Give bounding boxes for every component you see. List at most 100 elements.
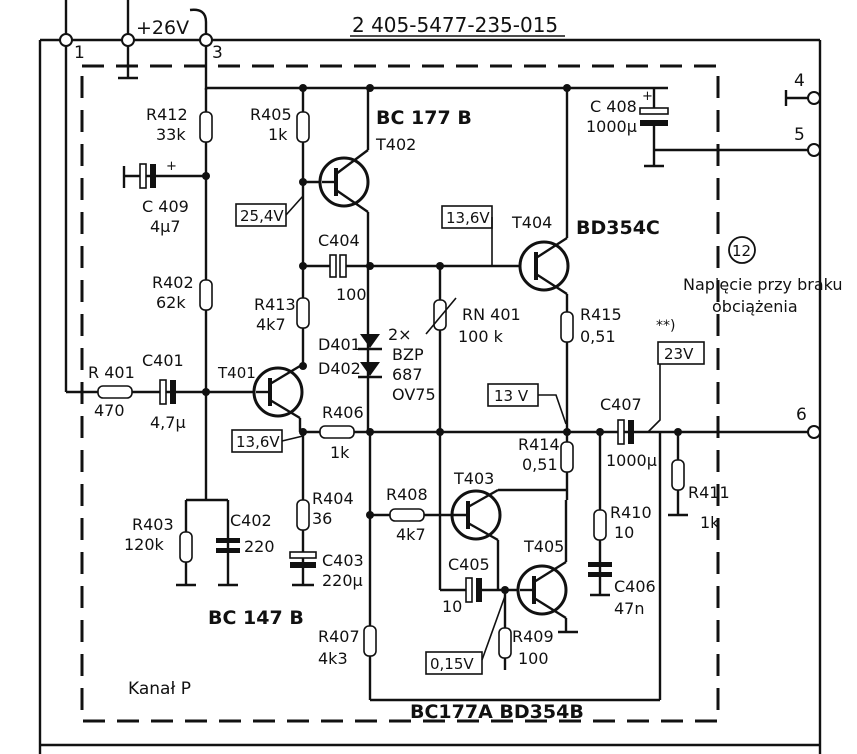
terminal-1-label: 1 bbox=[74, 43, 85, 63]
r401-val: 470 bbox=[94, 401, 125, 420]
c402-val: 220 bbox=[244, 537, 275, 556]
terminal-2[interactable] bbox=[121, 33, 135, 47]
t404-type: BD354C bbox=[576, 217, 660, 239]
r415-body bbox=[560, 311, 574, 343]
r413-body bbox=[296, 297, 310, 329]
module-border bbox=[80, 64, 720, 723]
v-out-noload-box bbox=[657, 341, 705, 365]
c404-ref: C404 bbox=[318, 231, 360, 250]
v-t402: 25,4V bbox=[240, 207, 284, 225]
note-line2: obciążenia bbox=[712, 297, 798, 316]
c405-ref: C405 bbox=[448, 555, 490, 574]
t405-transistor bbox=[516, 564, 568, 616]
note-marker: **) bbox=[656, 318, 675, 334]
r402-ref: R402 bbox=[152, 273, 194, 292]
r403-ref: R403 bbox=[132, 515, 174, 534]
t404-transistor bbox=[518, 240, 570, 292]
r407-val: 4k3 bbox=[318, 649, 348, 668]
r415-ref: R415 bbox=[580, 305, 622, 324]
r413-ref: R413 bbox=[254, 295, 296, 314]
r405-ref: R405 bbox=[250, 105, 292, 124]
r411-body bbox=[671, 459, 685, 491]
t403-ref: T403 bbox=[453, 469, 494, 488]
r415-val: 0,51 bbox=[580, 327, 616, 346]
v-t404: 13,6V bbox=[446, 209, 490, 227]
v-t405-box bbox=[425, 651, 483, 675]
r404-val: 36 bbox=[312, 509, 332, 528]
note-line1: Napięcie przy braku bbox=[683, 275, 843, 294]
diode-count: 2× bbox=[388, 325, 412, 344]
r402-body bbox=[199, 279, 213, 311]
c407-ref: C407 bbox=[600, 395, 642, 414]
r406-body bbox=[319, 425, 355, 439]
wire bbox=[189, 8, 208, 40]
r411-ref: R411 bbox=[688, 483, 730, 502]
d401-diode bbox=[360, 334, 380, 348]
terminal-1[interactable] bbox=[59, 33, 73, 47]
terminal-6-label: 6 bbox=[796, 405, 807, 425]
r414-body bbox=[560, 441, 574, 473]
c405-val: 10 bbox=[442, 597, 462, 616]
r404-body bbox=[296, 499, 310, 531]
c407-val: 1000µ bbox=[606, 451, 657, 470]
r402-val: 62k bbox=[156, 293, 186, 312]
r414-ref: R414 bbox=[518, 435, 560, 454]
c401-plate bbox=[159, 379, 167, 405]
terminal-3[interactable] bbox=[199, 33, 213, 47]
doc-number: 2 405-5477-235-015 bbox=[352, 13, 558, 37]
t401-ref: T401 bbox=[217, 364, 256, 382]
c404-val: 100 bbox=[336, 285, 367, 304]
r405-val: 1k bbox=[268, 125, 288, 144]
c403-val: 220µ bbox=[322, 571, 363, 590]
terminal-5[interactable] bbox=[807, 143, 821, 157]
t401-type: BC 147 B bbox=[208, 607, 304, 629]
note-number: 12 bbox=[732, 242, 751, 260]
c409-plate bbox=[150, 164, 156, 188]
r407-body bbox=[363, 625, 377, 657]
v-out: 13 V bbox=[494, 387, 529, 405]
r410-val: 10 bbox=[614, 523, 634, 542]
terminal-4[interactable] bbox=[807, 91, 821, 105]
r413-val: 4k7 bbox=[256, 315, 286, 334]
terminal-6[interactable] bbox=[807, 425, 821, 439]
v-t405: 0,15V bbox=[430, 655, 474, 673]
r408-body bbox=[389, 508, 425, 522]
terminal-3-label: 3 bbox=[212, 43, 223, 63]
c409-val: 4µ7 bbox=[150, 217, 181, 236]
r404-ref: R404 bbox=[312, 489, 354, 508]
note-number-circle bbox=[728, 236, 756, 264]
d401-ref: D401 bbox=[318, 335, 361, 354]
rn401-body bbox=[433, 299, 447, 331]
r409-val: 100 bbox=[518, 649, 549, 668]
supply-label: +26V bbox=[136, 17, 189, 39]
r411-val: 1k bbox=[700, 513, 720, 532]
c408-ref: C 408 bbox=[590, 97, 637, 116]
bottom-types: BC177A BD354B bbox=[410, 701, 584, 723]
t401-transistor bbox=[252, 366, 304, 418]
terminal-4-label: 4 bbox=[794, 71, 805, 91]
c409-plate bbox=[139, 163, 147, 189]
terminal-5-label: 5 bbox=[794, 125, 805, 145]
r412-ref: R412 bbox=[146, 105, 188, 124]
c403-ref: C403 bbox=[322, 551, 364, 570]
r412-val: 33k bbox=[156, 125, 186, 144]
c401-val: 4,7µ bbox=[150, 413, 186, 432]
d402-ref: D402 bbox=[318, 359, 361, 378]
c402-ref: C402 bbox=[230, 511, 272, 530]
t402-ref: T402 bbox=[375, 135, 416, 154]
r414-val: 0,51 bbox=[522, 455, 558, 474]
c401-ref: C401 bbox=[142, 351, 184, 370]
r405-body bbox=[296, 111, 310, 143]
r408-ref: R408 bbox=[386, 485, 428, 504]
d402-diode bbox=[360, 362, 380, 376]
c401-plate bbox=[170, 380, 176, 404]
c409-ref: C 409 bbox=[142, 197, 189, 216]
channel-label: Kanał P bbox=[128, 679, 191, 699]
r401-body bbox=[97, 385, 133, 399]
r403-val: 120k bbox=[124, 535, 165, 554]
r409-ref: R409 bbox=[512, 627, 554, 646]
svg-text:+: + bbox=[166, 159, 177, 174]
r408-val: 4k7 bbox=[396, 525, 426, 544]
t402-transistor bbox=[318, 156, 370, 208]
r401-ref: R 401 bbox=[88, 363, 135, 382]
